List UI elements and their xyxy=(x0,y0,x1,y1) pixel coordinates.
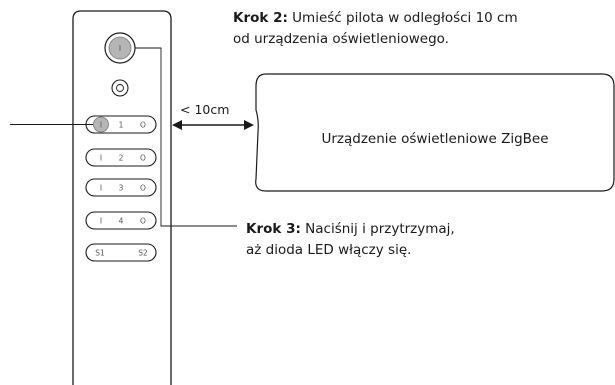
step-2-heading: Krok 2: xyxy=(233,10,288,26)
step-2-line-2: od urządzenia oświetleniowego. xyxy=(233,31,449,47)
lighting-device-label: Urządzenie oświetleniowe ZigBee xyxy=(321,131,549,147)
zone-2-number: 2 xyxy=(119,154,124,163)
zone-1-on-label: I xyxy=(100,121,102,130)
zone-1-on-highlight xyxy=(93,116,109,133)
distance-arrow-right-head xyxy=(244,120,254,130)
distance-arrow-left-head xyxy=(172,120,182,130)
lighting-device-box xyxy=(255,73,615,192)
step-3-instruction: Krok 3: Naciśnij i przytrzymaj, aż dioda… xyxy=(246,219,455,261)
step-3-line-2: aż dioda LED włączy się. xyxy=(246,242,412,258)
power-callout-line xyxy=(135,47,237,227)
step-2-instruction: Krok 2: Umieść pilota w odległości 10 cm… xyxy=(233,8,518,50)
zone-1-off-label: O xyxy=(140,121,146,130)
zone-1-number: 1 xyxy=(119,121,124,130)
zone-4-button[interactable] xyxy=(85,211,157,230)
scene-s1-label: S1 xyxy=(95,249,105,258)
step-3-heading: Krok 3: xyxy=(246,221,301,237)
zone-3-number: 3 xyxy=(119,184,124,193)
round-button-ring-icon xyxy=(116,84,124,92)
scene-s2-label: S2 xyxy=(138,249,148,258)
step-2-line-1: Umieść pilota w odległości 10 cm xyxy=(292,10,518,26)
scene-button[interactable] xyxy=(85,243,157,262)
distance-label: < 10cm xyxy=(180,102,230,117)
step-3-line-1: Naciśnij i przytrzymaj, xyxy=(305,221,455,237)
power-button-symbol: I xyxy=(119,44,121,53)
zone-2-button[interactable] xyxy=(85,148,157,167)
zone-3-off-label: O xyxy=(140,184,146,193)
zone-3-on-label: I xyxy=(100,184,102,193)
zone-3-button[interactable] xyxy=(85,178,157,197)
round-button[interactable] xyxy=(111,79,129,97)
zone-2-on-label: I xyxy=(100,154,102,163)
zone-4-on-label: I xyxy=(100,217,102,226)
zone-2-off-label: O xyxy=(140,154,146,163)
remote-body xyxy=(72,10,172,385)
zone-4-number: 4 xyxy=(119,217,124,226)
zone-4-off-label: O xyxy=(140,217,146,226)
power-button-highlight xyxy=(108,36,132,60)
